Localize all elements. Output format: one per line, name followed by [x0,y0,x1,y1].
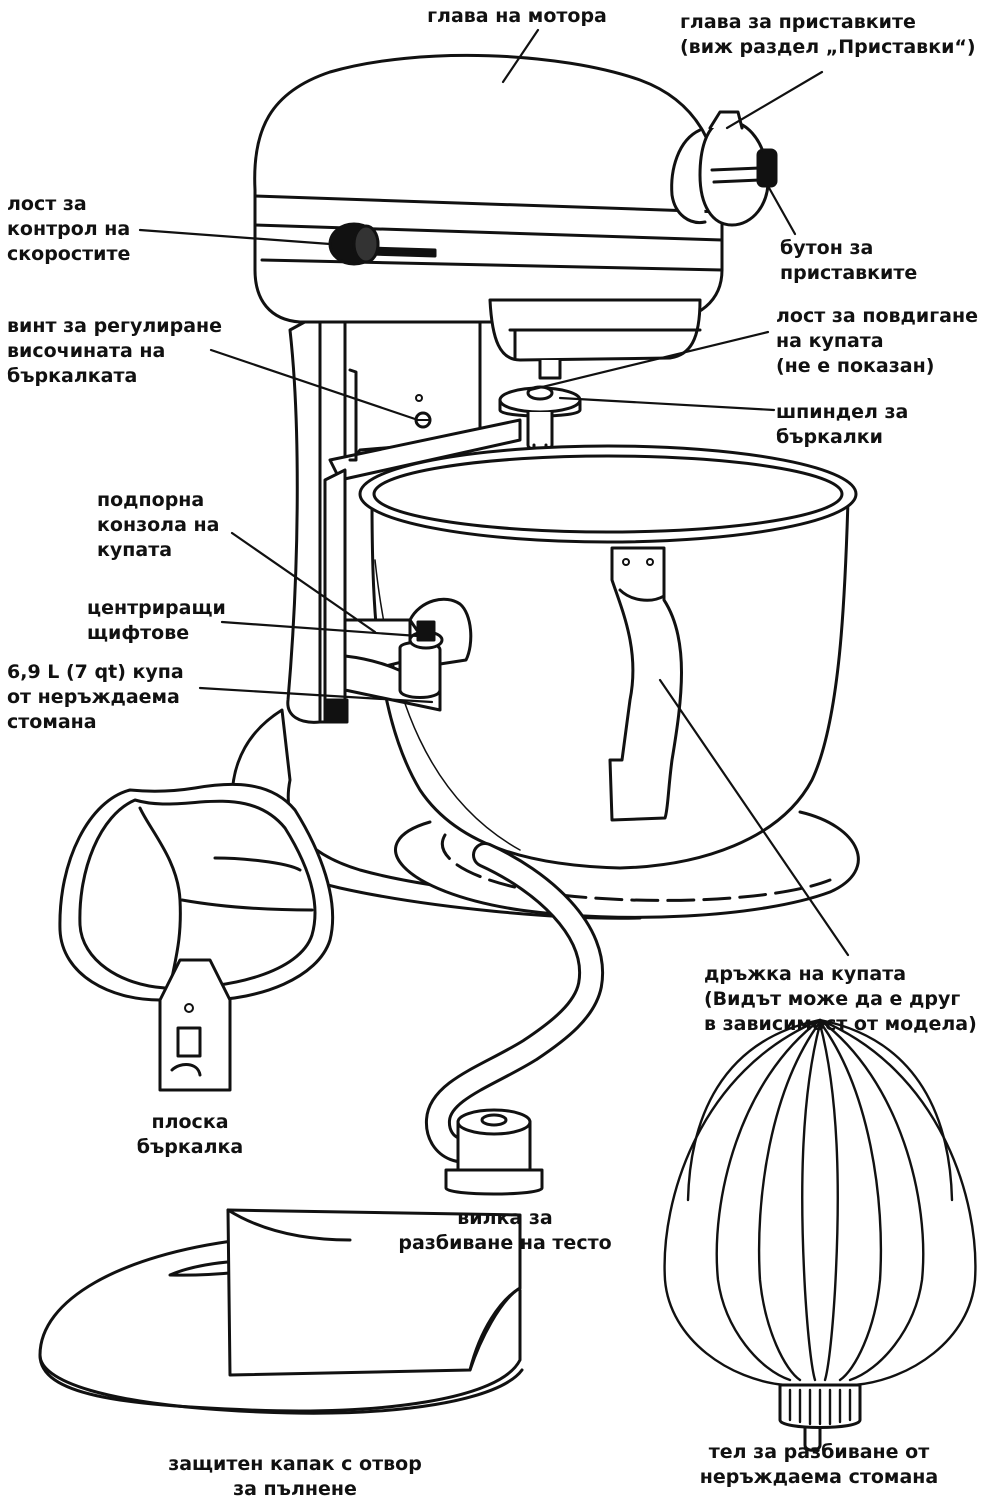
label-hub-knob: бутон за приставките [780,237,918,284]
label-locating-pins: центриращи щифтове [87,597,226,644]
label-bowl-lift: лост за повдигане на купата (не е показа… [776,305,978,377]
label-whip: тел за разбиване от неръждаема стомана [699,1441,939,1488]
label-motor-head: глава на мотора [427,5,607,27]
label-pouring-shield: защитен капак с отвор за пълнене [168,1453,422,1500]
leader-lines [138,28,850,957]
dough-hook-icon [425,842,605,1196]
label-bowl-support: подпорна конзола на купата [97,489,220,561]
wire-whip-icon [663,1018,977,1452]
label-dough-hook: вилка за разбиване на тесто [398,1207,612,1254]
flat-beater-icon [58,782,335,1092]
label-attachment-hub: глава за приставките (виж раздел „Приста… [680,11,976,58]
bowl-handle [608,546,683,822]
label-height-screw: винт за регулиране височината на бъркалк… [7,315,223,387]
pouring-shield-icon [38,1208,524,1415]
label-beater-shaft: шпиндел за бъркалки [776,401,909,448]
label-bowl: 6,9 L (7 qt) купа от неръждаема стомана [7,661,184,733]
speed-control-icon [328,222,380,266]
label-speed-control: лост за контрол на скоростите [7,193,131,265]
label-flat-beater: плоска бъркалка [136,1111,244,1158]
attachment-hub-icon [670,110,778,227]
mixing-bowl [358,444,858,870]
label-bowl-handle: дръжка на купата (Видът може да е друг в… [704,963,977,1035]
